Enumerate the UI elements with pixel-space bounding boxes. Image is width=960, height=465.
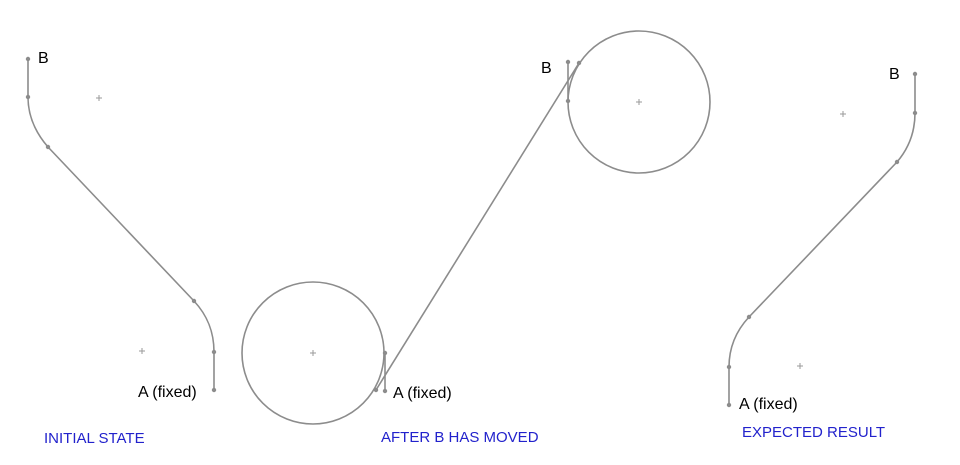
moved-point-a[interactable] (382, 388, 388, 394)
expected-label-b: B (889, 66, 900, 83)
expected-arc-center-bottom (797, 363, 803, 369)
expected-point-a[interactable] (726, 402, 732, 408)
expected-tangent-point-4[interactable] (726, 364, 732, 370)
moved-connecting-line (375, 62, 580, 391)
moved-caption: AFTER B HAS MOVED (381, 429, 539, 446)
moved-label-a: A (fixed) (393, 385, 452, 402)
panel-initial-state: B A (fixed) INITIAL STATE (25, 50, 217, 447)
expected-tangent-point-1[interactable] (912, 110, 918, 116)
panel-expected-result: B A (fixed) EXPECTED RESULT (726, 66, 918, 441)
initial-tangent-point-3[interactable] (191, 298, 197, 304)
expected-point-b[interactable] (912, 71, 918, 77)
initial-point-b[interactable] (25, 56, 31, 62)
expected-tangent-point-3[interactable] (746, 314, 752, 320)
moved-bottom-circle-center (310, 350, 316, 356)
initial-tangent-point-2[interactable] (45, 144, 51, 150)
expected-path-curve (728, 74, 916, 405)
initial-arc-center-bottom (139, 348, 145, 354)
expected-arc-center-top (840, 111, 846, 117)
initial-point-a[interactable] (211, 387, 217, 393)
moved-top-circle-center (636, 99, 642, 105)
initial-path-curve (27, 59, 215, 390)
moved-tangent-point-b-bottom[interactable] (565, 98, 571, 104)
initial-arc-center-top (96, 95, 102, 101)
expected-tangent-point-2[interactable] (894, 159, 900, 165)
initial-tangent-point-1[interactable] (25, 94, 31, 100)
initial-label-b: B (38, 50, 49, 67)
moved-label-b: B (541, 60, 552, 77)
expected-label-a: A (fixed) (739, 396, 798, 413)
initial-tangent-point-4[interactable] (211, 349, 217, 355)
expected-caption: EXPECTED RESULT (742, 424, 885, 441)
moved-tangent-point-top[interactable] (576, 60, 582, 66)
initial-caption: INITIAL STATE (44, 430, 145, 447)
moved-tangent-point-a-top[interactable] (382, 350, 388, 356)
moved-point-b[interactable] (565, 59, 571, 65)
moved-tangent-point-bottom[interactable] (373, 387, 379, 393)
panel-after-b-moved: B A (fixed) AFTER B HAS MOVED (241, 30, 711, 446)
initial-label-a: A (fixed) (138, 384, 197, 401)
